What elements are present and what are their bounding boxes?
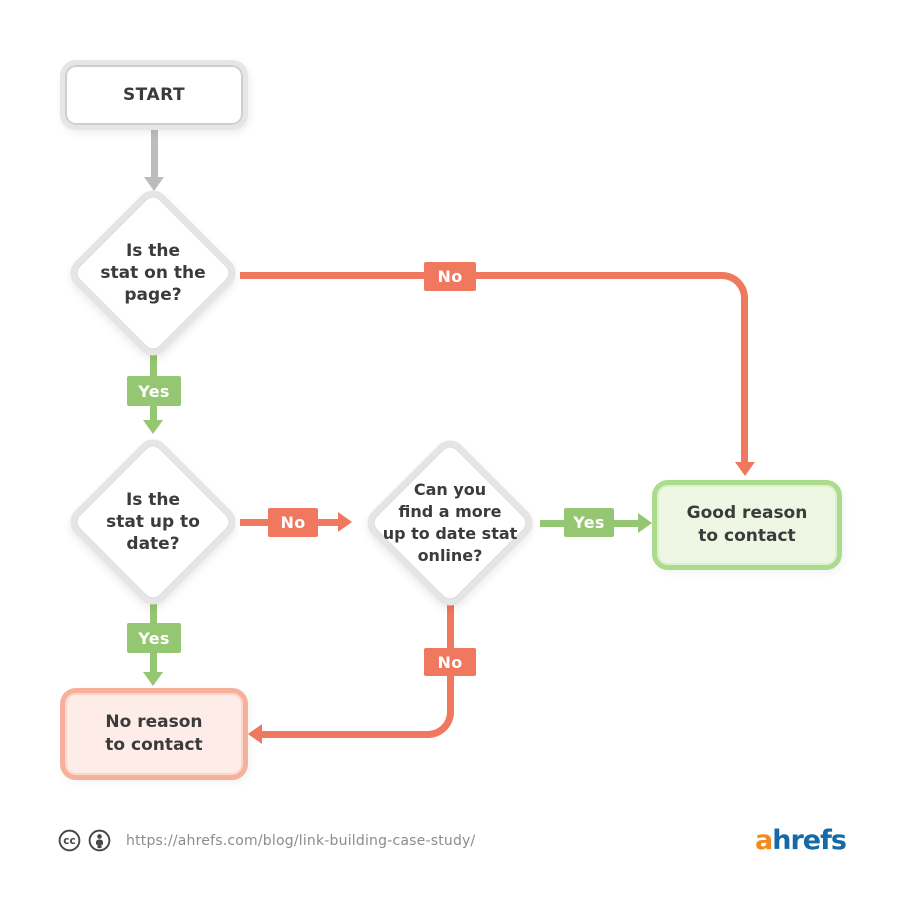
- start-label: START: [122, 84, 186, 105]
- arrowhead-down-green-icon: [143, 420, 163, 434]
- connector-no-to-good-reason: [240, 272, 748, 464]
- arrowhead-down-green2-icon: [143, 672, 163, 686]
- arrowhead-left-red-icon: [248, 724, 262, 744]
- edge-label-no-find-newer-stat: No: [424, 648, 476, 676]
- edge-label-no-stat-on-page: No: [424, 262, 476, 291]
- start-node: START: [60, 60, 248, 130]
- ahrefs-logo: ahrefs: [755, 825, 847, 856]
- source-url: https://ahrefs.com/blog/link-building-ca…: [126, 832, 476, 849]
- edge-label-yes-stat-up-to-date: Yes: [127, 623, 181, 653]
- connector-start-down: [150, 128, 158, 178]
- license-footer: cc https://ahrefs.com/blog/link-building…: [58, 829, 475, 852]
- arrowhead-right-green-icon: [638, 513, 652, 533]
- decision-stat-on-page-text: Is the stat on the page?: [100, 241, 206, 305]
- ahrefs-logo-hrefs: hrefs: [772, 825, 847, 856]
- decision-stat-up-to-date: Is the stat up to date?: [63, 432, 243, 612]
- decision-find-newer-stat: Can you find a more up to date stat onli…: [360, 433, 540, 613]
- attribution-icon: [88, 829, 111, 852]
- outcome-good-reason: Good reason to contact: [652, 480, 842, 570]
- arrowhead-down-gray-icon: [144, 177, 164, 191]
- arrowhead-down-red-icon: [734, 462, 755, 476]
- decision-find-newer-stat-text: Can you find a more up to date stat onli…: [382, 480, 518, 565]
- edge-label-yes-stat-on-page: Yes: [127, 376, 181, 406]
- outcome-no-reason-text: No reason to contact: [105, 712, 203, 755]
- outcome-good-reason-text: Good reason to contact: [686, 503, 808, 546]
- decision-stat-up-to-date-text: Is the stat up to date?: [106, 490, 200, 554]
- arrowhead-right-red-icon: [338, 512, 352, 532]
- svg-text:cc: cc: [63, 835, 76, 847]
- ahrefs-logo-a: a: [755, 825, 773, 856]
- outcome-no-reason: No reason to contact: [60, 688, 248, 780]
- cc-icon: cc: [58, 829, 81, 852]
- edge-label-no-stat-up-to-date: No: [268, 508, 318, 537]
- edge-label-yes-find-newer-stat: Yes: [564, 508, 614, 537]
- decision-stat-on-page: Is the stat on the page?: [63, 183, 243, 363]
